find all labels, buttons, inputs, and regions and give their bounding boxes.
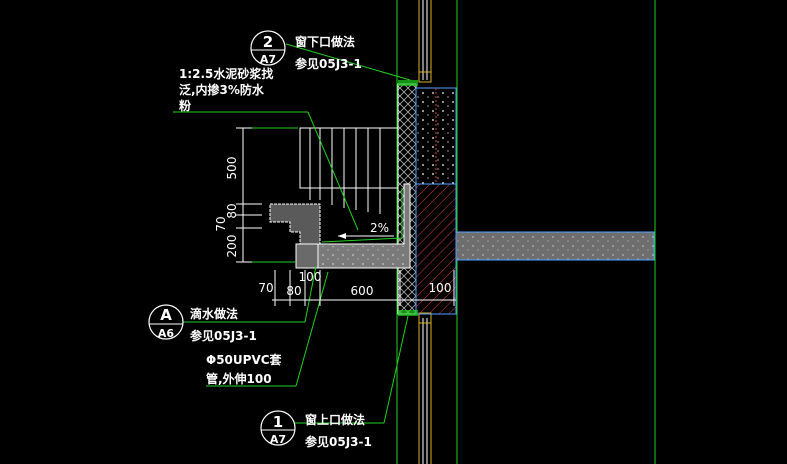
pipe-note-line2: 管,外伸100	[206, 371, 272, 386]
leader-lines	[173, 43, 411, 424]
callout-sill-number: 2	[263, 33, 273, 51]
dim-80: 80	[225, 203, 239, 218]
callout-drip-letter: A	[160, 306, 172, 324]
dim-h-70: 70	[258, 281, 273, 295]
callout-lintel-number: 1	[273, 413, 283, 431]
dim-500: 500	[225, 157, 239, 180]
dim-h-100-left: 100	[299, 270, 322, 284]
callout-sill: 2 A7 窗下口做法 参见05J3-1	[250, 30, 362, 71]
dim-h-600: 600	[351, 284, 374, 298]
mortar-note-line1: 1:2.5水泥砂浆找	[179, 66, 273, 81]
dim-h-100-right: 100	[429, 281, 452, 295]
dimension-extension-lines	[252, 127, 298, 263]
callout-lintel-ref: 参见05J3-1	[305, 434, 372, 449]
frame-lines	[396, 0, 656, 464]
callout-lintel-title: 窗上口做法	[305, 412, 365, 427]
callout-drip-sheet: A6	[158, 327, 175, 340]
callout-sill-sheet: A7	[260, 53, 276, 66]
dim-h-80: 80	[286, 284, 301, 298]
ledge-slab	[269, 127, 411, 269]
mortar-note-line3: 粉	[179, 98, 191, 113]
callout-sill-ref: 参见05J3-1	[295, 56, 362, 71]
callout-drip-title: 滴水做法	[190, 306, 238, 321]
dim-200: 200	[225, 235, 239, 258]
callout-sill-title: 窗下口做法	[295, 34, 355, 49]
callout-lintel: 1 A7 窗上口做法 参见05J3-1	[260, 410, 372, 449]
callout-drip: A A6 滴水做法 参见05J3-1	[148, 304, 257, 343]
vertical-dimension-chain	[236, 127, 262, 263]
mortar-note-line2: 泛,内掺3%防水	[179, 82, 265, 97]
slope-label: 2%	[370, 221, 389, 235]
horizontal-dimension-chain	[272, 270, 456, 306]
dim-70: 70	[214, 216, 228, 231]
callout-drip-ref: 参见05J3-1	[190, 328, 257, 343]
callout-lintel-sheet: A7	[270, 433, 286, 446]
pipe-note-line1: Φ50UPVC套	[206, 352, 283, 367]
